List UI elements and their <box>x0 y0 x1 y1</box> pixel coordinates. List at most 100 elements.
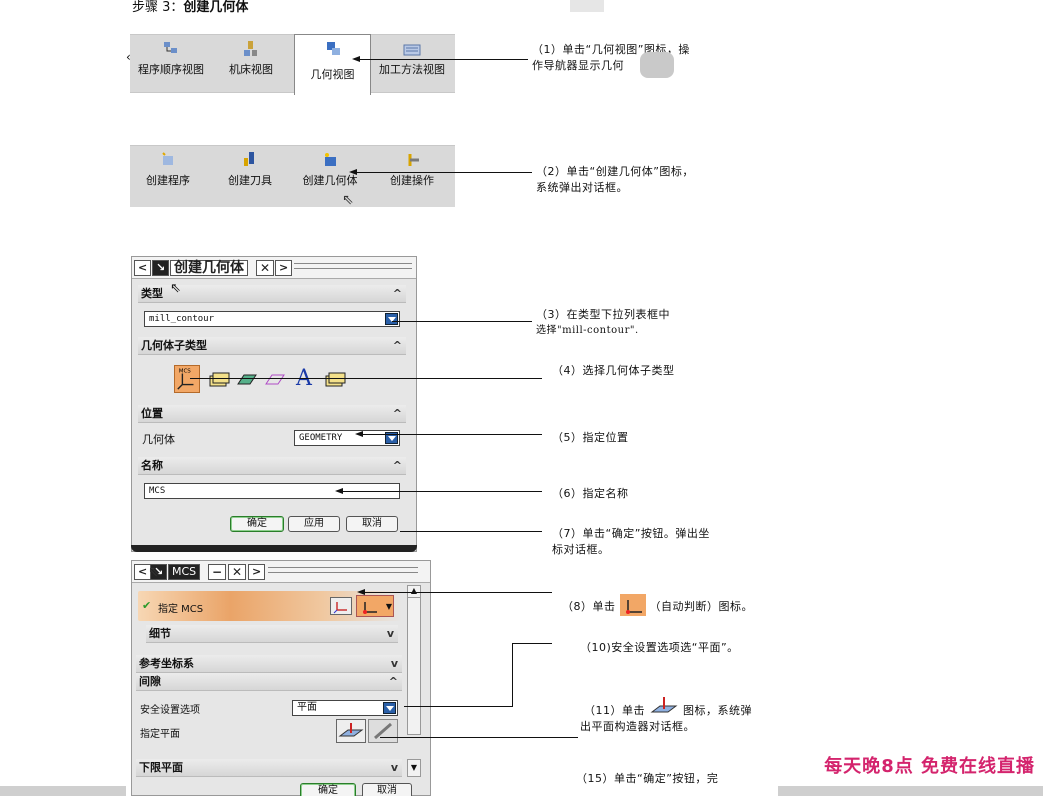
mcs-scrollbar[interactable]: ▲ <box>407 585 421 735</box>
clearance-section-header[interactable]: 间隙^ <box>136 673 402 691</box>
auto-infer-inline-icon <box>619 594 646 616</box>
mouse-pointer-icon: ⇖ <box>342 192 354 208</box>
auto-infer-button[interactable]: ▼ <box>356 595 394 617</box>
leader-line-10-bottom <box>404 706 512 707</box>
ref-csys-label: 参考坐标系 <box>139 657 194 670</box>
svg-text:MCS: MCS <box>179 369 192 375</box>
type-dropdown-value: mill_contour <box>149 314 215 324</box>
mcs-ok-button[interactable]: 确定 <box>300 783 356 796</box>
create-geometry-button[interactable]: 创建几何体 <box>292 146 368 207</box>
note-11: （11）单击 图标，系统弹 出平面构造器对话框。 <box>580 694 752 735</box>
leader-line-2 <box>352 172 532 173</box>
dropdown-arrow-icon <box>385 313 398 325</box>
collapse-icon: ^ <box>392 407 402 420</box>
note-11-prefix: （11）单击 <box>584 704 645 717</box>
expand-icon: v <box>390 761 398 774</box>
dialog-next-button[interactable]: > <box>275 260 293 276</box>
note-6: （6）指定名称 <box>552 487 629 500</box>
dropdown-arrow-icon <box>385 432 398 444</box>
mcs-close-button[interactable]: ✕ <box>228 564 247 580</box>
cursor-left-icon: ‹ <box>126 50 131 64</box>
note-3-line-1: （3）在类型下拉列表框中 <box>536 308 670 321</box>
create-tool-icon <box>244 152 254 166</box>
geometry-view-button[interactable]: 几何视图 <box>294 34 371 95</box>
scroll-down-icon[interactable]: ▼ <box>407 759 421 777</box>
type-dropdown[interactable]: mill_contour <box>144 311 400 327</box>
specify-mcs-label: 指定 MCS <box>158 604 204 615</box>
scroll-up-icon[interactable]: ▲ <box>408 586 420 598</box>
mcs-rule-1 <box>268 567 418 568</box>
note-11-suffix: 图标，系统弹 <box>683 704 752 717</box>
safe-option-dropdown[interactable]: 平面 <box>292 700 398 716</box>
collapse-icon: ^ <box>392 339 402 352</box>
mill-boundary-subtype-icon[interactable] <box>264 372 286 388</box>
mcs-cancel-button[interactable]: 取消 <box>362 783 412 796</box>
lower-limit-plane-header[interactable]: 下限平面 v <box>136 759 402 777</box>
specify-mcs-row[interactable]: ✔ 指定 MCS ▼ <box>138 591 402 621</box>
note-11-line-2: 出平面构造器对话框。 <box>580 720 695 733</box>
name-section-label: 名称 <box>141 459 163 472</box>
type-section-header[interactable]: 类型^ <box>138 285 406 303</box>
dialog-collapse-icon[interactable]: ↘ <box>152 260 170 276</box>
create-operation-button[interactable]: 创建操作 <box>372 146 452 207</box>
create-program-label: 创建程序 <box>146 174 190 187</box>
promo-text-b: 8 <box>881 756 895 777</box>
create-operation-label: 创建操作 <box>390 174 434 187</box>
csys-dialog-button[interactable] <box>330 597 352 615</box>
promo-banner: 每天晚8点 免费在线直播 <box>824 752 1035 778</box>
apply-button[interactable]: 应用 <box>288 516 340 532</box>
workpiece-subtype-icon[interactable] <box>208 372 230 388</box>
machining-method-view-button[interactable]: 加工方法视图 <box>372 35 452 92</box>
promo-text-c: 点 免费在线直播 <box>894 756 1035 777</box>
leader-line-8 <box>360 592 552 593</box>
geometry-dropdown-value: GEOMETRY <box>299 433 343 443</box>
dialog-close-button[interactable]: ✕ <box>256 260 275 276</box>
mcs-next-button[interactable]: > <box>248 564 266 580</box>
leader-line-10-top <box>512 643 552 644</box>
cancel-button[interactable]: 取消 <box>346 516 398 532</box>
create-tool-label: 创建刀具 <box>228 174 272 187</box>
note-7-line-2: 标对话框。 <box>552 543 610 556</box>
machine-view-button[interactable]: 机床视图 <box>216 35 286 92</box>
mill-geom-subtype-icon[interactable] <box>324 372 346 388</box>
mcs-subtype-icon[interactable]: MCS <box>174 365 200 393</box>
mill-area-subtype-icon[interactable] <box>236 372 258 388</box>
position-section-header[interactable]: 位置^ <box>138 405 406 423</box>
plane-constructor-icon <box>338 723 364 737</box>
create-geometry-dialog: < ↘ 创建几何体 ✕ > 类型^ ⇖ mill_contour 几何体子类型^… <box>131 256 417 552</box>
lower-limit-plane-label: 下限平面 <box>139 761 183 774</box>
note-4: （4）选择几何体子类型 <box>552 364 675 377</box>
clearance-label: 间隙 <box>139 675 161 688</box>
create-operation-icon <box>408 154 419 166</box>
program-order-view-label: 程序顺序视图 <box>138 63 204 76</box>
ref-csys-section-header[interactable]: 参考坐标系 v <box>136 655 402 673</box>
auto-infer-icon <box>363 602 377 614</box>
expand-icon: v <box>390 657 398 670</box>
plane-dialog-button[interactable] <box>336 719 366 743</box>
dropdown-arrow-icon <box>383 702 396 714</box>
bottom-bar-right <box>778 786 1043 796</box>
mcs-collapse-icon[interactable]: ↘ <box>150 564 168 580</box>
safe-option-label: 安全设置选项 <box>140 705 200 716</box>
subtype-section-header[interactable]: 几何体子类型^ <box>138 337 406 355</box>
ok-button[interactable]: 确定 <box>230 516 284 532</box>
note-7-line-1: （7）单击“确定”按钮。弹出坐 <box>552 527 710 540</box>
cursor-icon: ⇖ <box>170 281 181 296</box>
program-order-view-button[interactable]: 程序顺序视图 <box>130 35 212 92</box>
create-tool-button[interactable]: 创建刀具 <box>214 146 286 207</box>
collapse-icon: ^ <box>392 287 402 300</box>
machining-method-view-label: 加工方法视图 <box>379 63 445 76</box>
dialog-prev-button[interactable]: < <box>134 260 152 276</box>
plane-options-button[interactable] <box>368 719 398 743</box>
create-geometry-icon <box>325 153 336 166</box>
note-7: （7）单击“确定”按钮。弹出坐 标对话框。 <box>552 526 710 558</box>
name-section-header[interactable]: 名称^ <box>138 457 406 475</box>
mcs-minimize-button[interactable]: − <box>208 564 227 580</box>
create-geometry-label: 创建几何体 <box>302 174 358 187</box>
chevron-down-icon: ▼ <box>385 602 392 611</box>
geometry-dropdown[interactable]: GEOMETRY <box>294 430 400 446</box>
note-8-prefix: （8）单击 <box>562 600 616 613</box>
arrowhead-8 <box>357 589 365 595</box>
create-program-button[interactable]: 创建程序 <box>130 146 206 207</box>
